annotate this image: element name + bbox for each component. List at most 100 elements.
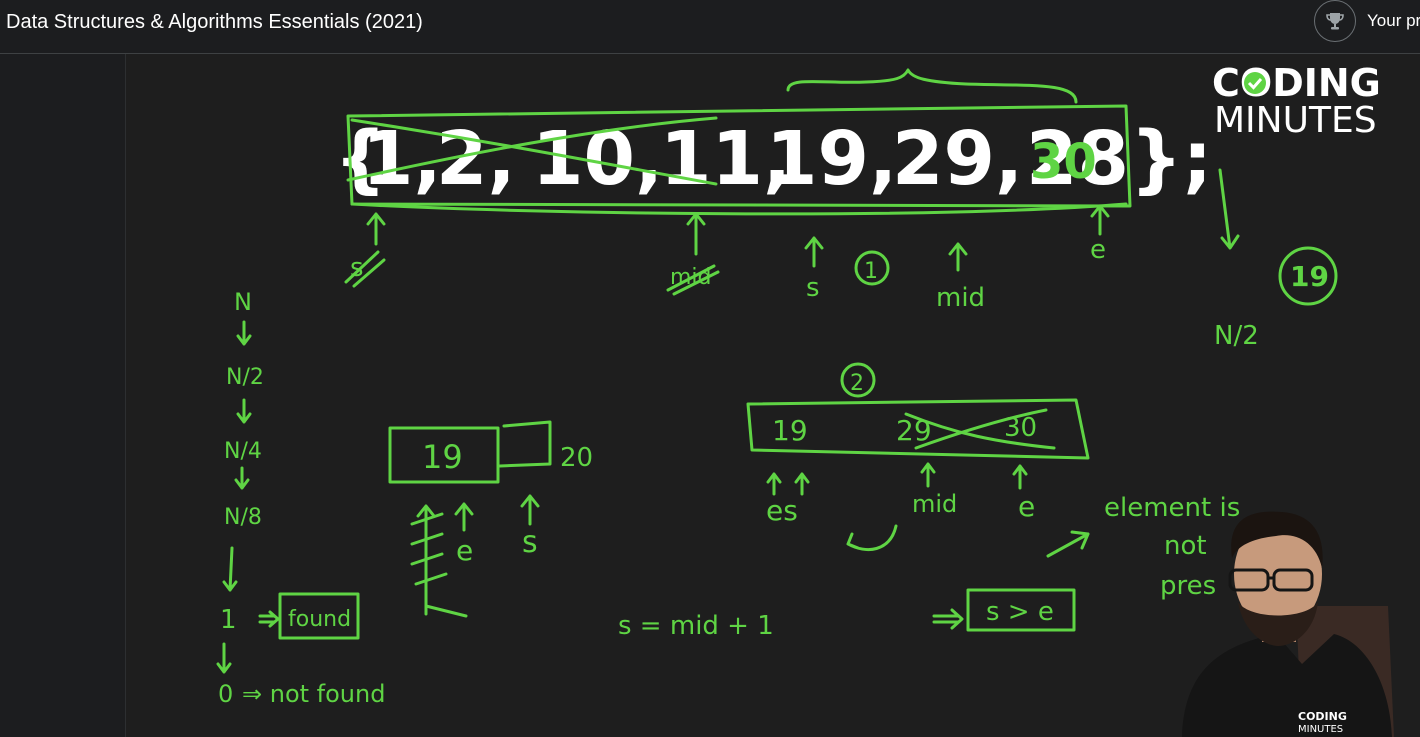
ink-brace-top <box>786 68 1078 104</box>
ink-circled-19: 19 <box>1290 260 1329 293</box>
ink-col-n8: N/8 <box>224 505 262 530</box>
ink-box-20 <box>498 420 552 468</box>
ink-col-n4: N/4 <box>224 439 262 464</box>
ink-e-top: e <box>1090 235 1106 265</box>
ink-s-gt-e-box <box>966 588 1076 632</box>
ink-cross-2 <box>346 116 718 182</box>
ink-step2-text: 2 <box>850 371 864 396</box>
instructor-video: CODING MINUTES <box>1182 511 1394 737</box>
ink-circle-19 <box>1278 246 1338 306</box>
instructor-face <box>1234 518 1322 630</box>
ink-b2-cross-2 <box>914 408 1048 450</box>
ink-box-19 <box>388 426 500 484</box>
ink-implies-1 <box>258 610 280 628</box>
ink-pointers-row1: s mid s 1 mid e <box>344 204 1110 313</box>
arrow-e-left <box>454 502 474 532</box>
ink-circle-step1 <box>854 250 890 286</box>
ink-s-gt-e: s > e <box>986 597 1054 627</box>
ink-b2-29: 29 <box>896 414 932 447</box>
ink-box-19-text: 19 <box>422 438 463 476</box>
array-open-brace: { <box>334 116 387 202</box>
arrow-mid-b2 <box>920 462 936 488</box>
ink-n-half-right: N/2 19 <box>1214 168 1338 351</box>
ink-step1: 1 <box>864 259 878 284</box>
arrow-e-top <box>1090 204 1110 236</box>
ink-n-half: N/2 <box>1214 321 1259 351</box>
ink-implies-2 <box>932 608 964 630</box>
ink-strike-mid <box>666 264 720 296</box>
array-literal: { 1, 2, 10, 11, 19, 29, 28 }; <box>334 116 1212 202</box>
ink-col-0: 0 <box>218 680 233 708</box>
lecture-whiteboard: CODING MINUTES { 1, 2, 10, 11, 19, 29, 2… <box>216 61 1394 737</box>
ink-box-19-20: 19 20 e s <box>388 420 593 618</box>
your-progress-label[interactable]: Your pr <box>1367 11 1420 30</box>
arrow-s-left <box>520 494 540 526</box>
arrow-col-1 <box>236 320 252 346</box>
logo-check-badge <box>1244 72 1266 94</box>
array-item-28: 28 <box>1026 116 1129 202</box>
ink-box-20-text: 20 <box>560 443 593 473</box>
ink-s-mid: s <box>806 273 820 303</box>
instructor-hair <box>1231 511 1323 568</box>
ink-scribble <box>410 512 468 618</box>
instructor-beard <box>1238 602 1318 646</box>
ink-e-left: e <box>456 534 473 567</box>
ink-array-annotations: 30 <box>346 68 1132 216</box>
arrow-col-5 <box>216 642 232 674</box>
ink-b2-cross-1 <box>904 412 1056 450</box>
ink-mid-b2: mid <box>912 490 957 518</box>
ink-found: found <box>288 607 351 632</box>
left-panel <box>0 54 126 737</box>
progress-trophy-button[interactable] <box>1314 0 1356 42</box>
ink-b2-19: 19 <box>772 414 808 447</box>
ink-step2-box <box>746 398 1090 460</box>
ink-e-b2: e <box>1018 490 1035 523</box>
array-item-19: 19, <box>766 116 897 202</box>
glasses-left <box>1228 568 1270 592</box>
array-item-1: 1, <box>362 116 442 202</box>
array-item-29: 29, <box>892 116 1023 202</box>
logo-line1: CODING <box>1212 61 1381 105</box>
arrow-s-mid <box>804 236 824 268</box>
arrows-es <box>766 472 810 496</box>
ink-col-n: N <box>234 288 252 316</box>
ink-arrow-element <box>1046 530 1090 558</box>
coding-minutes-logo: CODING MINUTES <box>1212 61 1381 141</box>
ink-present: pres <box>1160 571 1216 601</box>
ink-element-is: element is <box>1104 493 1240 523</box>
ink-bottom-notes: s = mid + 1 s > e element is not pres <box>618 493 1240 641</box>
instructor-shirt <box>1182 634 1392 737</box>
logo-line2: MINUTES <box>1214 100 1377 141</box>
array-item-11: 11, <box>660 116 791 202</box>
array-item-10: 10, <box>532 116 663 202</box>
arrow-mid-top <box>686 212 706 256</box>
course-title[interactable]: Data Structures & Algorithms Essentials … <box>6 11 423 33</box>
arrow-s-top <box>366 212 386 246</box>
ink-es: es <box>766 494 798 527</box>
ink-col-n2: N/2 <box>226 365 264 390</box>
ink-s-eq-mid: s = mid + 1 <box>618 611 774 641</box>
ink-s-left: s <box>522 525 538 560</box>
ink-array-underline <box>350 202 1128 216</box>
ink-mid-right: mid <box>936 283 985 313</box>
video-player[interactable]: CODING MINUTES { 1, 2, 10, 11, 19, 29, 2… <box>126 54 1420 737</box>
arrow-col-2 <box>236 398 252 424</box>
ink-curved-arrow <box>846 524 898 552</box>
ink-found-box <box>278 592 360 640</box>
ink-circle-step2 <box>840 362 876 398</box>
ink-step2: 2 19 29 30 es mid e <box>746 362 1090 552</box>
ink-not: not <box>1164 531 1207 561</box>
ink-not-found: ⇒ not found <box>242 680 385 708</box>
ink-correction-30: 30 <box>1030 134 1097 190</box>
ink-strike-s <box>344 250 386 288</box>
ink-col-1: 1 <box>220 605 237 635</box>
course-header: Data Structures & Algorithms Essentials … <box>0 0 1420 54</box>
shirt-logo-line1: CODING <box>1298 710 1347 723</box>
ink-array-box <box>346 104 1132 208</box>
arrow-down-right <box>1218 168 1240 250</box>
arrow-e-b2 <box>1012 464 1028 490</box>
ink-cross-1 <box>350 118 718 186</box>
arrow-mid-right <box>948 242 968 272</box>
ink-left-column: N N/2 N/4 N/8 1 found 0 ⇒ not found <box>216 288 385 708</box>
shirt-logo-line2: MINUTES <box>1298 724 1343 735</box>
